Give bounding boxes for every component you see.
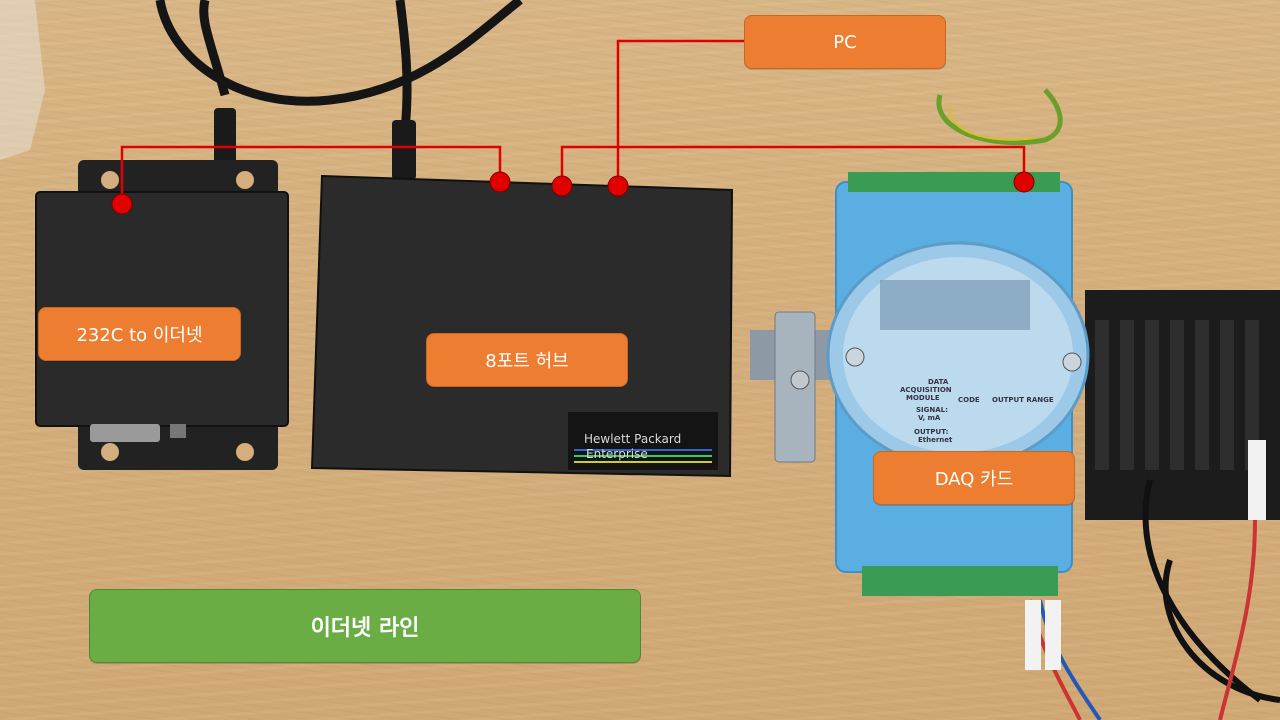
daq-module-device xyxy=(826,172,1090,596)
connection-dots xyxy=(111,171,1035,215)
daq-card-label: DAQ 카드 xyxy=(873,451,1075,505)
hub-brand-line1: Hewlett Packard xyxy=(584,432,682,446)
daq-text-output: OUTPUT: xyxy=(914,428,949,436)
daq-text-ethernet: Ethernet xyxy=(918,436,953,444)
daq-text-code: CODE xyxy=(958,396,980,404)
daq-text-vma: V, mA xyxy=(918,414,941,422)
terminal-block xyxy=(1085,290,1280,520)
pc-label: PC xyxy=(744,15,946,69)
daq-text-signal: SIGNAL: xyxy=(916,406,948,414)
daq-text-data: DATA xyxy=(928,378,949,386)
hub-device xyxy=(310,174,734,478)
connection-lines xyxy=(120,39,1026,204)
din-rail-bracket xyxy=(750,311,840,463)
rs232-converter-label: 232C to 이더넷 xyxy=(38,307,241,361)
hub-label: 8포트 허브 xyxy=(426,333,628,387)
daq-text-output-range: OUTPUT RANGE xyxy=(992,396,1054,404)
daq-text-module: MODULE xyxy=(906,394,940,402)
ethernet-line-label: 이더넷 라인 xyxy=(89,589,641,663)
daq-text-acquisition: ACQUISITION xyxy=(900,386,952,394)
hub-brand-line2: Enterprise xyxy=(586,447,648,461)
